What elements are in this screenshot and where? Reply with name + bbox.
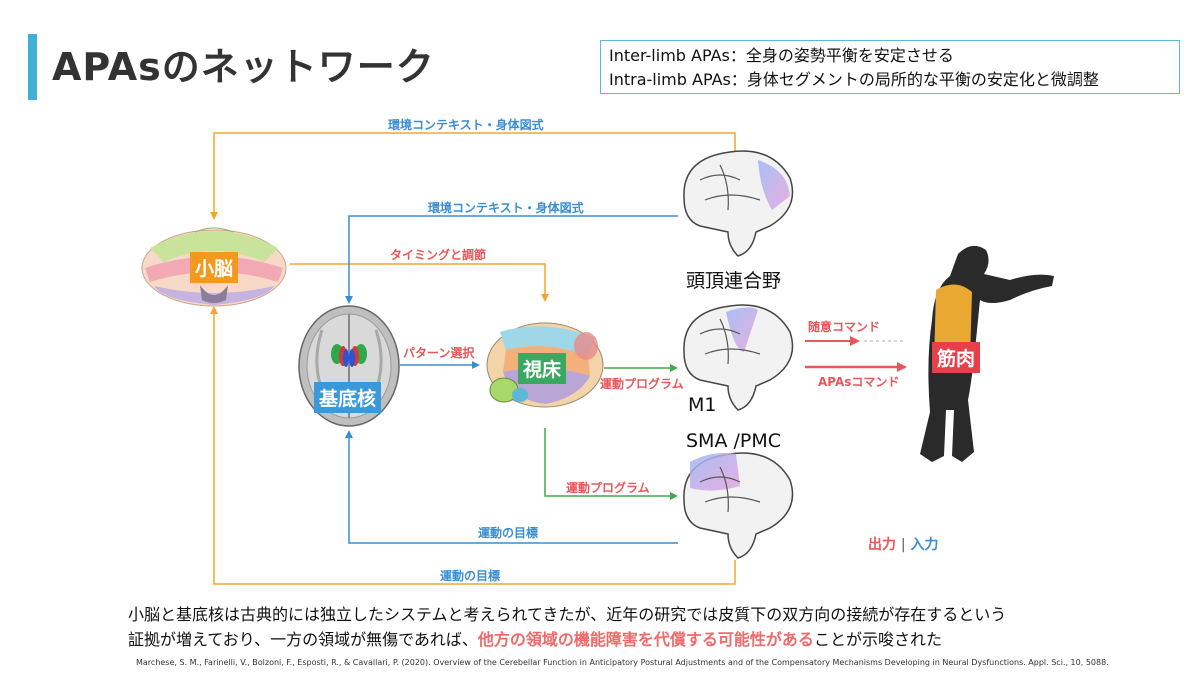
summary-text: 小脳と基底核は古典的には独立したシステムと考えられてきたが、近年の研究では皮質下… [128,602,1006,652]
brain-m1 [683,304,794,411]
label-context-top: 環境コンテキスト・身体図式 [388,118,544,132]
label-apas: APAsコマンド [818,375,900,389]
label-voluntary: 随意コマンド [808,320,881,334]
region-sma-pmc: SMA /PMC [686,430,782,452]
label-motor-program-2: 運動プログラム [566,481,650,495]
definition-box: Inter-limb APAs：全身の姿勢平衡を安定させる Intra-limb… [600,40,1180,94]
legend-output: 出力 [868,537,896,553]
legend-separator: | [900,537,906,553]
edge-goal-outer [210,306,736,585]
label-context-inner: 環境コンテキスト・身体図式 [428,201,584,215]
label-goal-inner: 運動の目標 [478,526,539,540]
title-accent-bar [28,34,37,100]
summary-line-2: 証拠が増えており、一方の領域が無傷であれば、他方の領域の機能障害を代償する可能性… [128,627,1006,652]
node-cerebellum: 小脳 [190,252,239,283]
label-motor-program-1: 運動プログラム [600,377,684,391]
brain-parietal [683,150,794,257]
edge-timing [290,263,549,302]
node-thalamus: 視床 [518,353,567,384]
node-basal-ganglia: 基底核 [314,382,382,413]
summary-line-2-pre: 証拠が増えており、一方の領域が無傷であれば、 [128,630,478,649]
region-m1: M1 [688,394,717,416]
summary-highlight: 他方の領域の機能障害を代償する可能性がある [477,630,814,649]
brain-sma-pmc [683,452,794,559]
node-muscle: 筋肉 [932,342,981,373]
legend-input: 入力 [910,537,939,553]
edge-goal-inner [345,430,678,544]
label-pattern: パターン選択 [403,346,475,360]
label-timing: タイミングと調節 [390,248,487,262]
edge-motor-program-2 [544,428,678,500]
summary-line-2-post: ことが示唆された [813,630,942,649]
definition-intra-limb: Intra-limb APAs：身体セグメントの局所的な平衡の安定化と微調整 [609,70,1099,89]
summary-line-1: 小脳と基底核は古典的には独立したシステムと考えられてきたが、近年の研究では皮質下… [128,605,1007,624]
label-goal-outer: 運動の目標 [440,569,501,583]
legend: 出力 | 入力 [868,534,938,554]
edge-context-inner [345,215,678,304]
region-parietal: 頭頂連合野 [686,270,782,292]
reference: Marchese, S. M., Farinelli, V., Bolzoni,… [136,658,1109,667]
edge-context-outer [210,132,736,220]
page-title: APAsのネットワーク [52,45,435,89]
definition-inter-limb: Inter-limb APAs：全身の姿勢平衡を安定させる [609,46,954,65]
